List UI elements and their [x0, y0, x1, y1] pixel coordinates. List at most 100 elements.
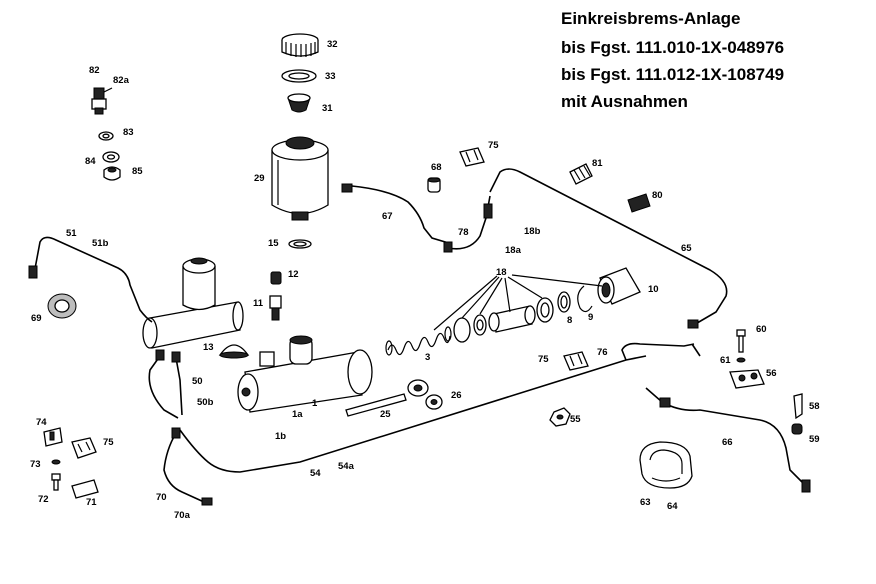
label-8: 8 — [567, 315, 572, 326]
label-18: 18 — [496, 267, 507, 278]
hose-78 — [443, 195, 493, 253]
label-58: 58 — [809, 401, 820, 412]
label-54: 54 — [310, 468, 321, 479]
label-70: 70 — [156, 492, 167, 503]
bolt-60 — [736, 329, 746, 353]
label-85: 85 — [132, 166, 143, 177]
bracket-75-middle — [563, 351, 589, 371]
label-63: 63 — [640, 497, 651, 508]
sleeve-81 — [569, 163, 593, 185]
label-1: 1 — [312, 398, 318, 409]
washer-73 — [51, 459, 61, 465]
label-31: 31 — [322, 103, 333, 114]
label-67: 67 — [382, 211, 393, 222]
spring-3 — [385, 326, 452, 356]
label-15: 15 — [268, 238, 279, 249]
label-3: 3 — [425, 352, 430, 363]
label-71: 71 — [86, 497, 97, 508]
master-cylinder-1 — [237, 335, 373, 413]
label-1b: 1b — [275, 431, 286, 442]
title-line-3: bis Fgst. 111.012-1X-108749 — [561, 65, 785, 84]
label-82: 82 — [89, 65, 100, 76]
label-65: 65 — [681, 243, 692, 254]
label-78: 78 — [458, 227, 469, 238]
label-60: 60 — [756, 324, 767, 335]
bleeder-11 — [269, 295, 282, 321]
nut-55 — [549, 407, 571, 427]
bracket-80 — [627, 193, 651, 213]
bolt-72 — [51, 473, 61, 491]
reservoir-29 — [271, 136, 329, 221]
brake-line-70 — [163, 427, 213, 506]
label-74: 74 — [36, 417, 47, 428]
label-83: 83 — [123, 127, 134, 138]
label-55: 55 — [570, 414, 581, 425]
title-line-1: Einkreisbrems-Anlage — [561, 9, 741, 28]
dust-cap-69 — [47, 293, 77, 319]
label-82a: 82a — [113, 75, 130, 86]
brake-line-66 — [645, 387, 811, 493]
washer-83 — [98, 131, 114, 141]
label-61: 61 — [720, 355, 731, 366]
clamp-63-64 — [639, 441, 693, 489]
label-11: 11 — [253, 298, 264, 309]
bracket-75-bottom — [71, 437, 97, 459]
label-66: 66 — [722, 437, 733, 448]
grommet-13 — [218, 344, 250, 359]
piston-parts-18 — [453, 297, 554, 343]
label-75-bottom: 75 — [103, 437, 114, 448]
brake-line-76 — [621, 342, 701, 361]
label-51b: 51b — [92, 238, 109, 249]
label-50: 50 — [192, 376, 203, 387]
title-line-2: bis Fgst. 111.010-1X-048976 — [561, 38, 785, 57]
label-25: 25 — [380, 409, 391, 420]
label-76: 76 — [597, 347, 608, 358]
brake-line-65 — [489, 168, 728, 329]
snap-ring-9 — [577, 285, 593, 313]
clip-68 — [427, 177, 441, 193]
seal-15 — [288, 239, 312, 249]
label-69: 69 — [31, 313, 42, 324]
boot-10 — [597, 267, 641, 305]
leader-lines-18 — [433, 274, 603, 331]
label-1a: 1a — [292, 409, 303, 420]
label-54a: 54a — [338, 461, 355, 472]
bleeder-58 — [793, 393, 803, 420]
brake-light-switch-82 — [91, 87, 113, 115]
label-75-middle: 75 — [538, 354, 549, 365]
label-80: 80 — [652, 190, 663, 201]
bracket-75-top — [459, 147, 485, 167]
label-84: 84 — [85, 156, 96, 167]
label-73: 73 — [30, 459, 41, 470]
label-56: 56 — [766, 368, 777, 379]
label-64: 64 — [667, 501, 678, 512]
cap-12 — [270, 271, 282, 285]
label-81: 81 — [592, 158, 603, 169]
brake-cylinder-51b — [142, 257, 244, 349]
distributor-56 — [729, 369, 765, 389]
brake-line-51 — [28, 236, 153, 323]
part-labels: 82 82a 83 84 85 32 33 31 29 15 12 11 13 … — [30, 39, 820, 521]
push-rod-25 — [345, 379, 429, 417]
label-18a: 18a — [505, 245, 522, 256]
plate-71 — [71, 479, 99, 499]
washer-84 — [102, 151, 120, 163]
label-33: 33 — [325, 71, 336, 82]
brake-line-54 — [179, 355, 647, 473]
label-13: 13 — [203, 342, 214, 353]
label-75-top: 75 — [488, 140, 499, 151]
label-18b: 18b — [524, 226, 541, 237]
brake-line-50 — [148, 349, 183, 419]
label-12: 12 — [288, 269, 299, 280]
filter-31 — [287, 93, 311, 113]
label-32: 32 — [327, 39, 338, 50]
label-70a: 70a — [174, 510, 191, 521]
label-50b: 50b — [197, 397, 214, 408]
reservoir-cap-32 — [281, 33, 319, 57]
label-68: 68 — [431, 162, 442, 173]
bushing-26 — [425, 394, 443, 410]
label-26: 26 — [451, 390, 462, 401]
ring-8 — [557, 291, 571, 313]
